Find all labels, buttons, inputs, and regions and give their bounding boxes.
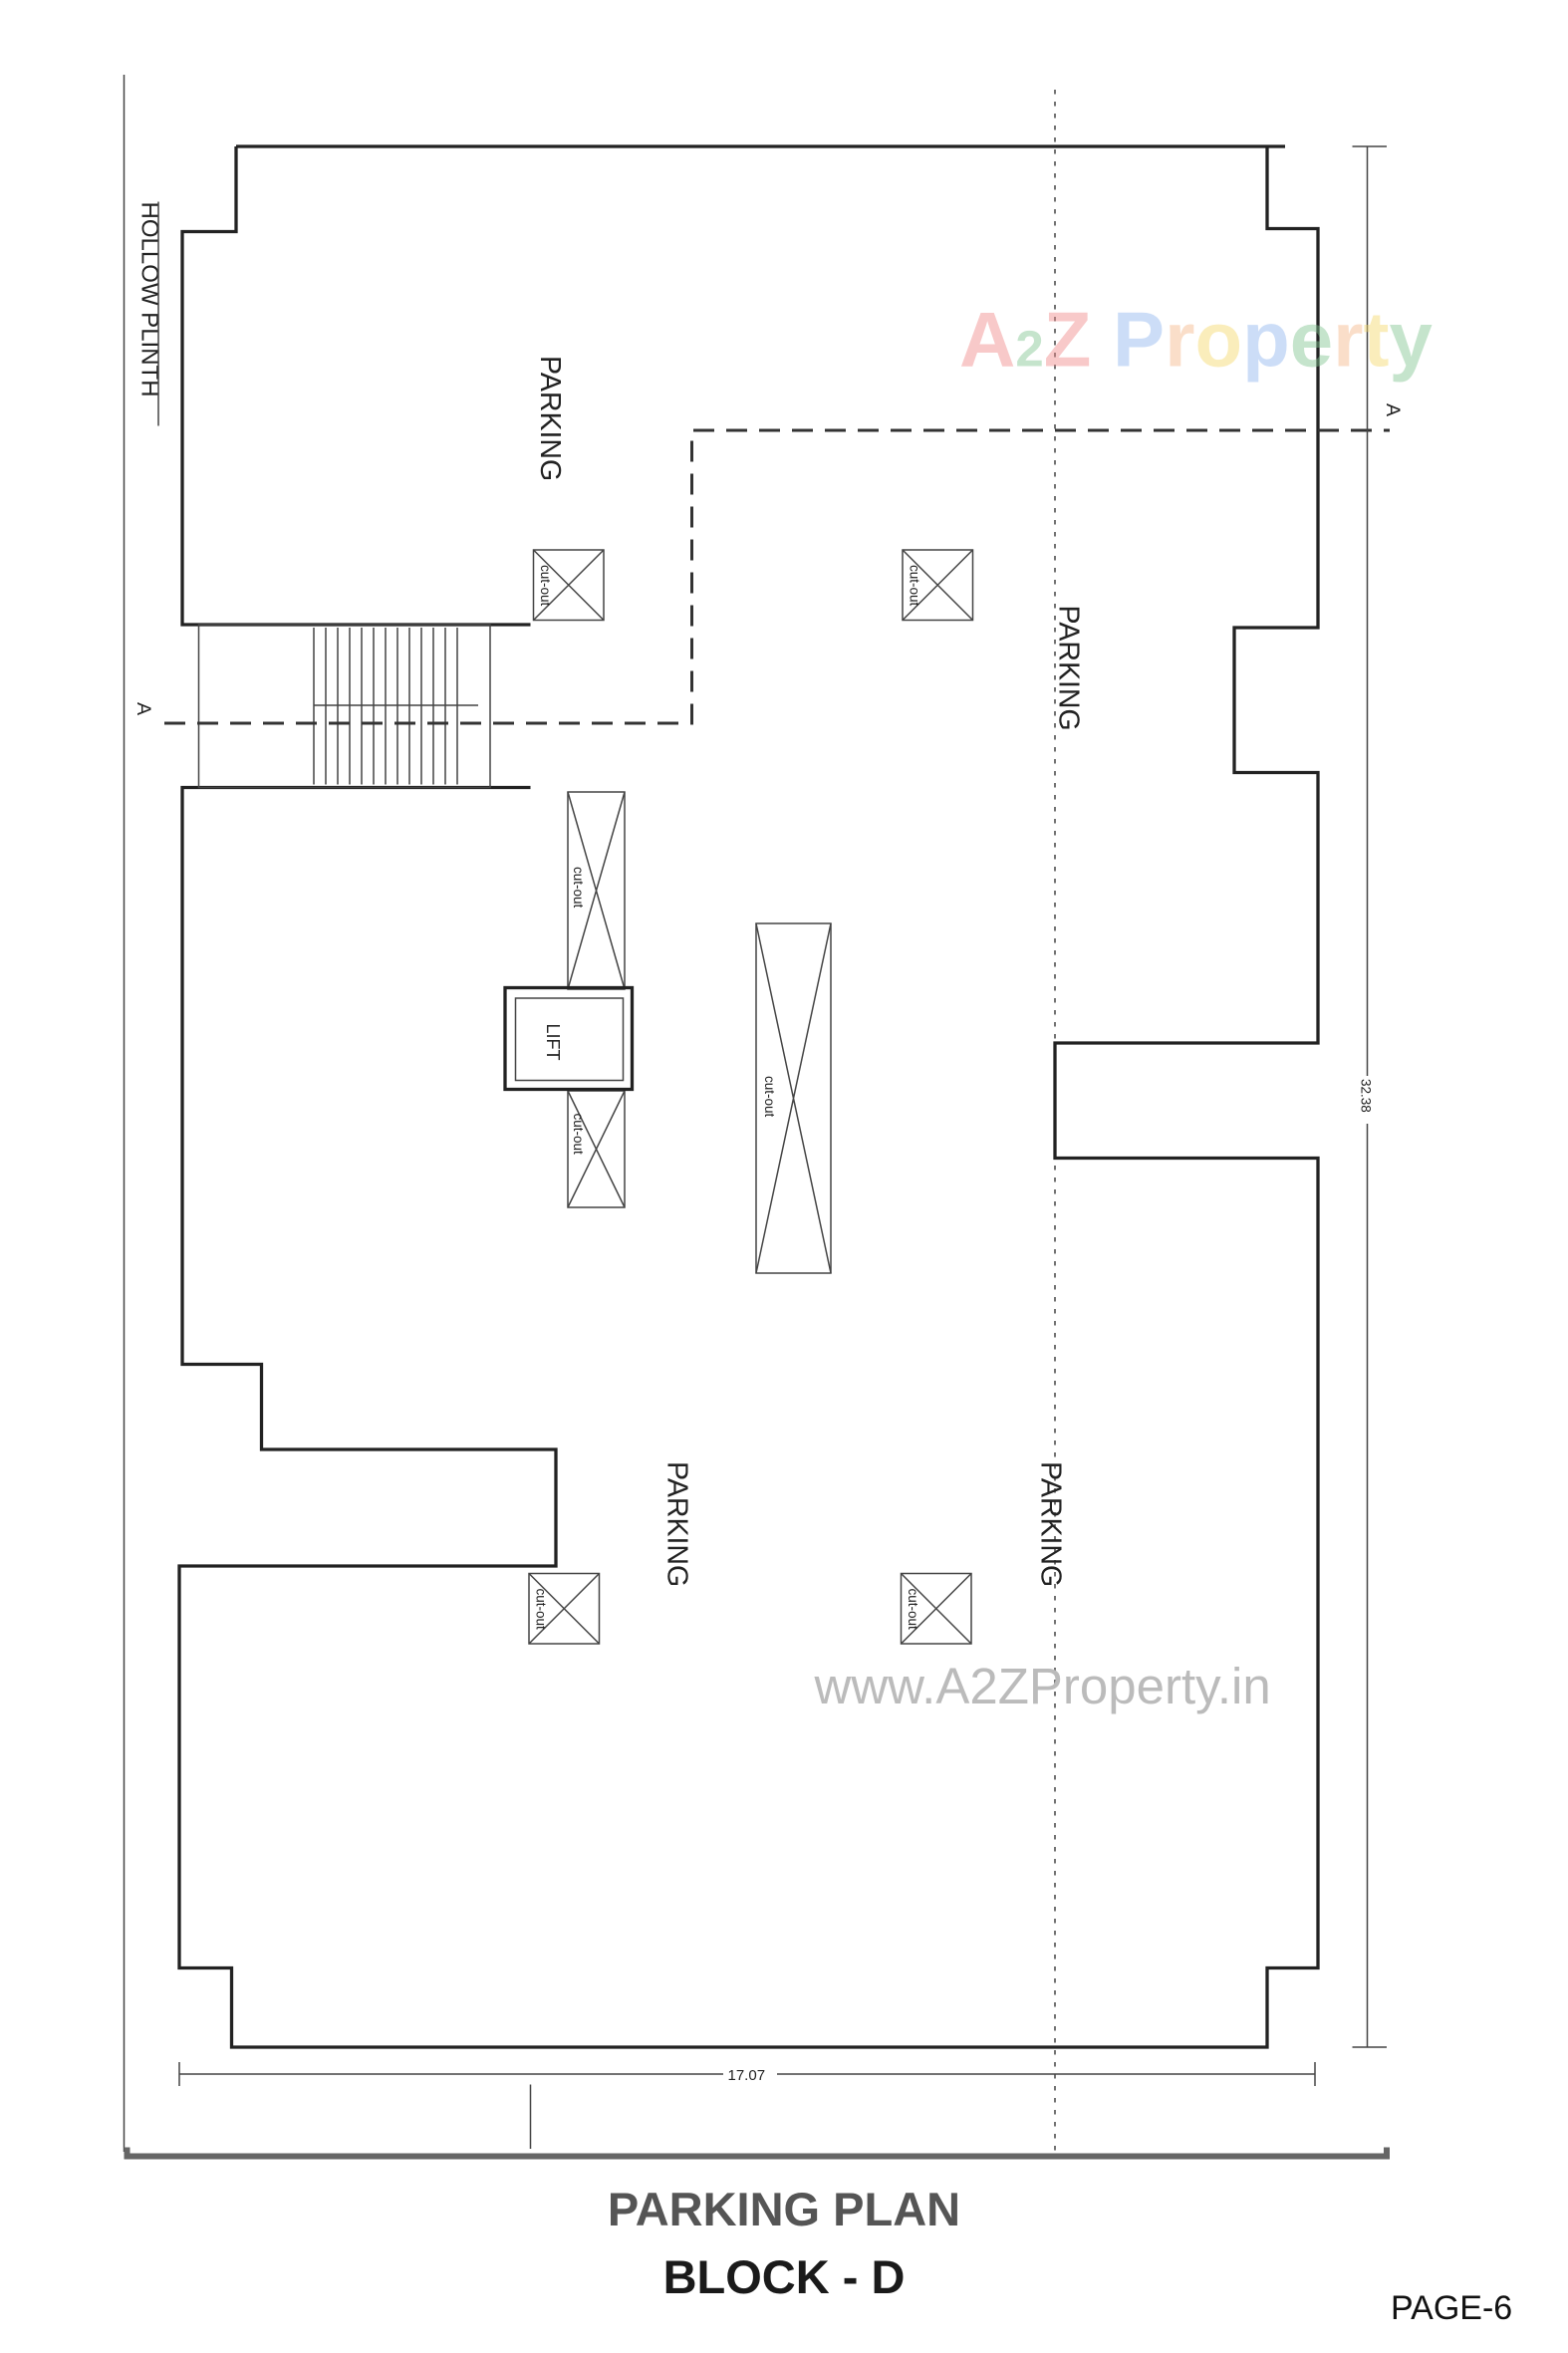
svg-text:cut-out: cut-out [908, 565, 922, 607]
plan-title: PARKING PLAN [607, 2183, 961, 2235]
svg-text:32.38: 32.38 [1359, 1079, 1374, 1113]
svg-text:cut-out: cut-out [571, 1114, 586, 1156]
dimension-width: 17.07 [178, 2062, 1316, 2086]
lift: LIFT [503, 985, 635, 1092]
watermark-url: www.A2ZProperty.in [814, 1658, 1271, 1714]
cut-out-3: cut-out [567, 791, 626, 990]
cut-out-1: cut-out [532, 549, 605, 622]
frame-bottom-border [124, 2147, 1390, 2160]
svg-text:LIFT: LIFT [543, 1024, 563, 1061]
parking-label-4: PARKING [1035, 1461, 1067, 1587]
svg-text:cut-out: cut-out [906, 1589, 920, 1631]
section-mark-right: A [1382, 403, 1404, 416]
parking-label-2: PARKING [1053, 606, 1085, 731]
staircase [197, 624, 491, 789]
section-mark-left: A [132, 702, 154, 715]
parking-label-3: PARKING [661, 1461, 693, 1587]
svg-text:cut-out: cut-out [538, 565, 553, 607]
svg-text:17.07: 17.07 [728, 2067, 766, 2084]
section-line [164, 428, 1390, 725]
cut-out-6: cut-out [528, 1572, 601, 1645]
cut-out-5: cut-out [755, 922, 832, 1274]
cut-out-4: cut-out [567, 1090, 626, 1208]
svg-text:cut-out: cut-out [534, 1589, 549, 1631]
dimension-height: 32.38 [1352, 145, 1387, 2048]
cut-out-7: cut-out [900, 1572, 972, 1645]
cut-out-2: cut-out [902, 549, 974, 622]
parking-label-1: PARKING [534, 356, 566, 481]
plan-subtitle: BLOCK - D [662, 2250, 906, 2303]
watermark-logo: A2Z Property [959, 296, 1433, 384]
svg-text:cut-out: cut-out [762, 1076, 777, 1118]
building-outline [177, 144, 1320, 2049]
page-number: PAGE-6 [1391, 2289, 1513, 2327]
svg-text:cut-out: cut-out [571, 867, 586, 909]
